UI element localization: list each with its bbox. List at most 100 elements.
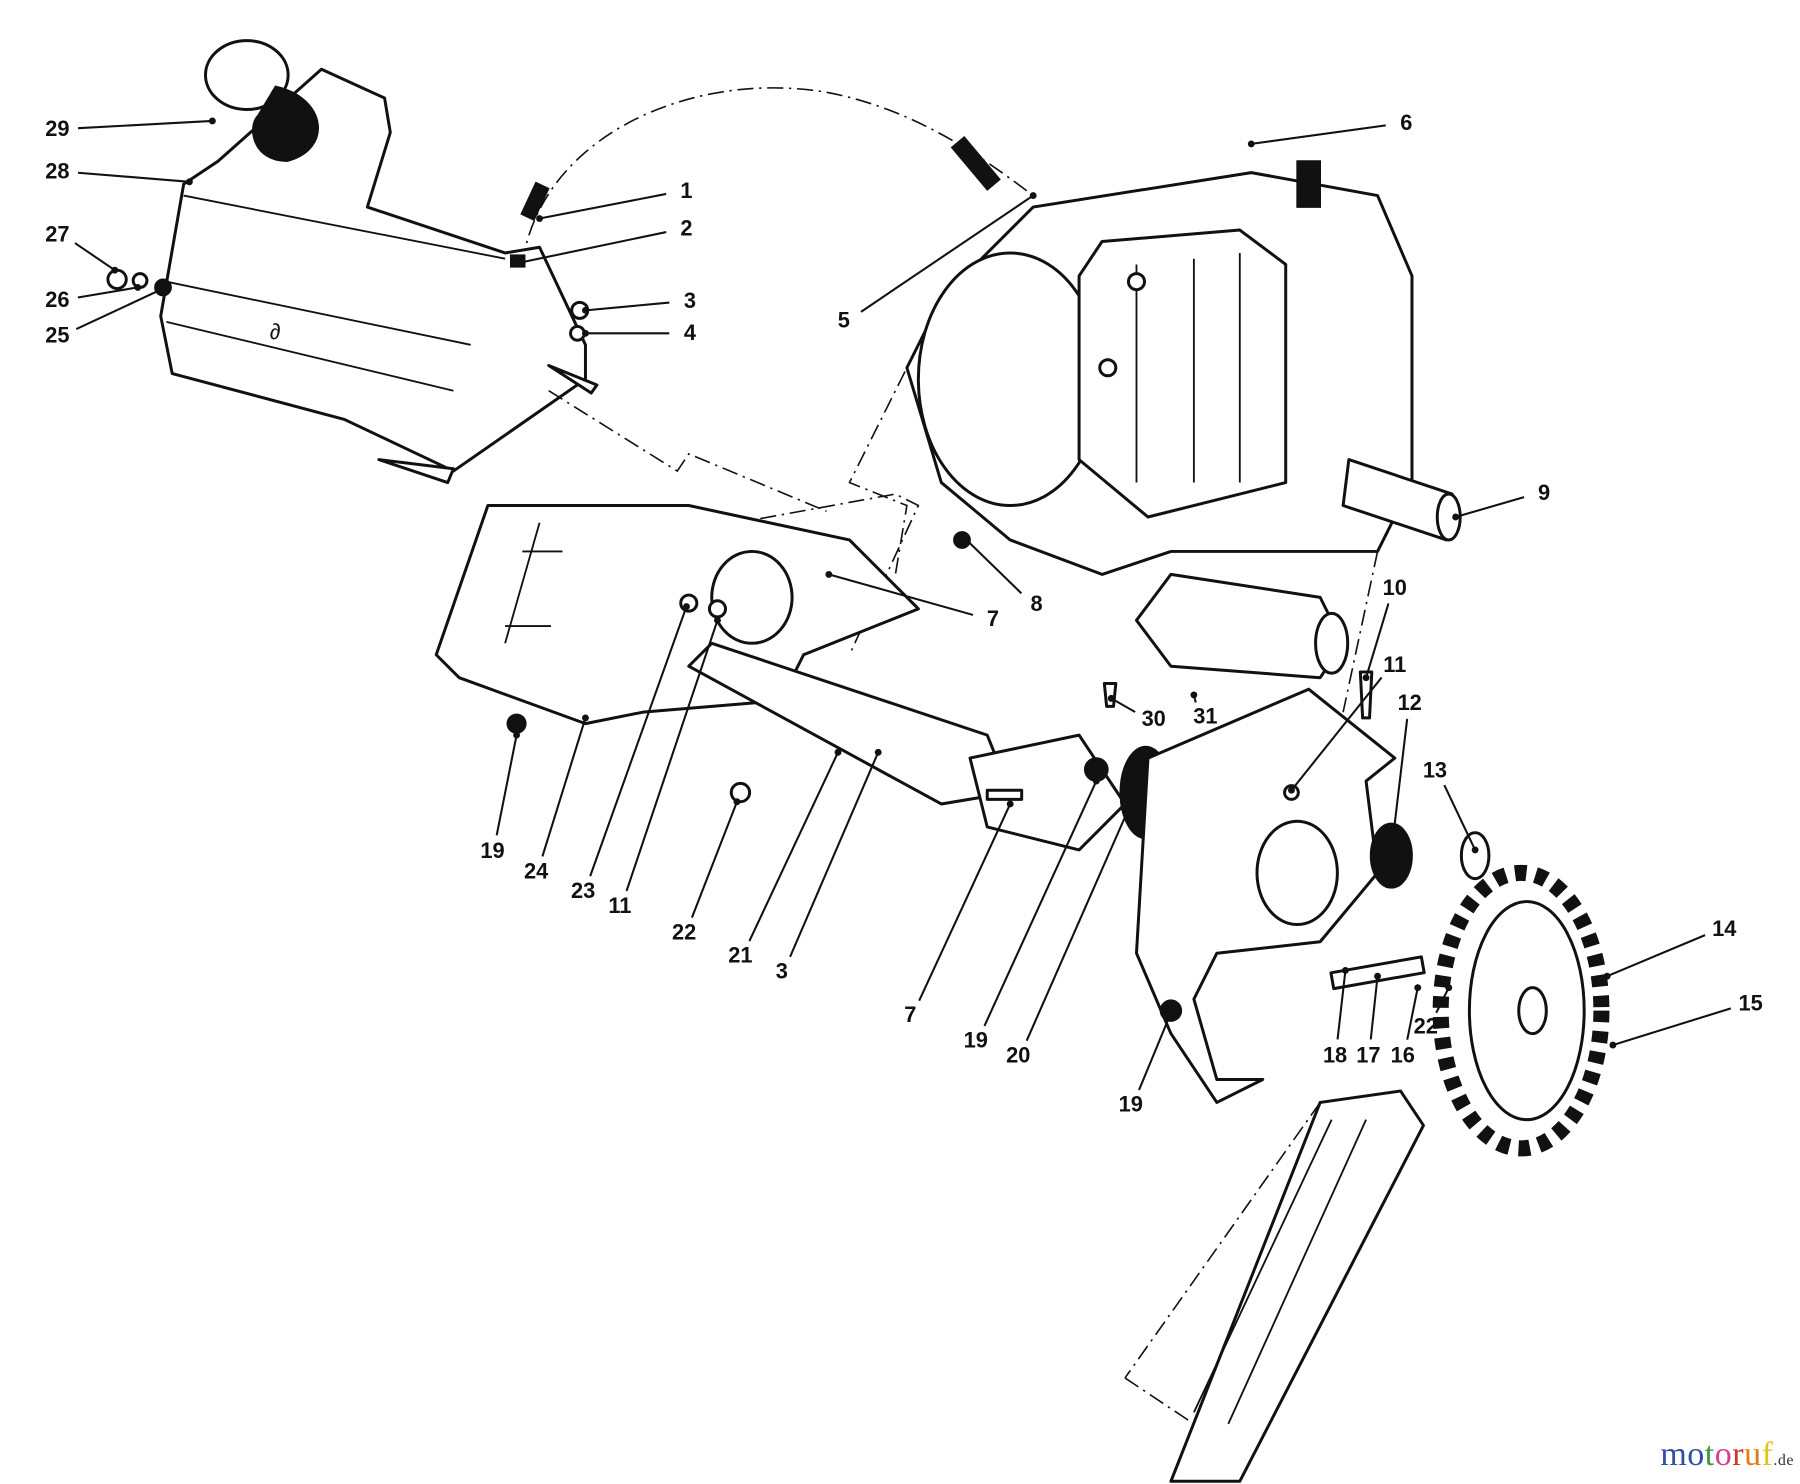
callout-leader [1365, 603, 1390, 679]
callout-label-19: 19 [1119, 1092, 1143, 1117]
callout-leader [585, 301, 670, 312]
callout-dot [518, 258, 526, 266]
spring-1 [520, 181, 550, 221]
callout-dot [963, 536, 971, 544]
callout-dot [733, 798, 741, 806]
washer-13 [1459, 831, 1491, 881]
callout-leader [1290, 676, 1383, 791]
callout-dot [1341, 967, 1349, 974]
callout-label-3: 3 [776, 958, 788, 983]
callout-leader [860, 194, 1034, 313]
callout-dot [185, 178, 193, 186]
callout-leader [828, 573, 974, 616]
callout-leader [1390, 718, 1409, 853]
callout-leader [77, 119, 213, 130]
callout-dot [134, 283, 142, 291]
callout-dot [157, 286, 165, 294]
starter-31 [1134, 572, 1345, 680]
callout-dot [1167, 1009, 1175, 1017]
watermark-letter: f [1761, 1436, 1774, 1473]
belt-cover [434, 504, 920, 726]
callout-label-19: 19 [964, 1027, 988, 1052]
callout-leader [748, 751, 839, 942]
callout-dot [714, 616, 721, 624]
callout-dot [825, 570, 833, 578]
washer-22-left [729, 781, 752, 804]
callout-label-28: 28 [45, 158, 69, 183]
callout-dot [1288, 786, 1295, 794]
callout-label-22: 22 [672, 919, 696, 944]
watermark-letter: o [1714, 1436, 1733, 1473]
callout-label-30: 30 [1142, 706, 1166, 731]
screw-30 [1102, 681, 1118, 708]
callout-label-19: 19 [480, 838, 504, 863]
callout-dot [1107, 694, 1115, 702]
callout-leader [74, 242, 116, 272]
callout-dot [1247, 140, 1255, 148]
callout-leader [1110, 697, 1136, 713]
callout-label-11: 11 [1383, 652, 1406, 677]
callout-leader [77, 171, 190, 183]
callout-leader [1455, 496, 1525, 518]
callout-leader [965, 539, 1023, 595]
callout-dot [1609, 1041, 1617, 1049]
bolt-7 [985, 788, 1024, 801]
watermark-logo: motoruf.de [1660, 1436, 1794, 1474]
callout-label-13: 13 [1423, 758, 1447, 783]
callout-leader [495, 734, 518, 836]
callout-dot [1471, 846, 1479, 854]
watermark-letter: o [1687, 1436, 1705, 1473]
callout-dot [683, 603, 690, 610]
callout-label-24: 24 [524, 859, 548, 884]
callout-label-29: 29 [45, 116, 69, 141]
callout-dot [1362, 674, 1370, 682]
callout-leader [1369, 976, 1379, 1040]
wheel-14 [1432, 864, 1610, 1157]
callout-label-2: 2 [680, 216, 692, 241]
callout-leader [1138, 1012, 1172, 1091]
svg-text:∂: ∂ [270, 319, 281, 344]
callout-leader [789, 751, 880, 958]
callout-dot [111, 266, 119, 274]
callout-dot [1387, 848, 1395, 856]
callout-leader [1336, 970, 1347, 1040]
callout-leader [690, 801, 738, 919]
callout-dot [1092, 777, 1100, 785]
callout-leader [983, 780, 1098, 1027]
callout-label-3: 3 [684, 288, 696, 313]
callout-label-31: 31 [1193, 704, 1217, 729]
callout-dot [1603, 972, 1611, 980]
callout-label-9: 9 [1538, 480, 1550, 505]
callout-dot [1006, 800, 1014, 808]
nut-27 [106, 268, 128, 291]
watermark-letter: m [1660, 1436, 1688, 1473]
callout-leader [918, 803, 1012, 1002]
watermark-letter: r [1732, 1436, 1745, 1473]
callout-leader [541, 717, 587, 857]
callout-label-16: 16 [1391, 1042, 1415, 1067]
callout-dot [1127, 800, 1135, 808]
callout-dot [834, 748, 842, 756]
callout-dot [1452, 513, 1460, 521]
callout-label-12: 12 [1398, 690, 1422, 715]
callout-label-7: 7 [987, 606, 999, 631]
callout-label-25: 25 [45, 323, 69, 348]
callout-leader [1435, 987, 1450, 1014]
handle [1124, 1089, 1425, 1483]
callout-leader [589, 606, 688, 877]
wheel-bracket [1134, 687, 1397, 1104]
callout-label-4: 4 [684, 320, 696, 345]
callout-label-8: 8 [1031, 591, 1043, 616]
engine [848, 160, 1462, 713]
frame [687, 641, 1012, 806]
callout-label-27: 27 [45, 221, 69, 246]
callout-label-22: 22 [1414, 1014, 1438, 1039]
fuel-filter-screen [252, 85, 319, 162]
callout-dot [208, 117, 216, 125]
callout-label-14: 14 [1712, 916, 1736, 941]
callout-dot [582, 329, 589, 337]
throttle-cable [521, 87, 1034, 265]
fuel-cap [203, 39, 290, 111]
